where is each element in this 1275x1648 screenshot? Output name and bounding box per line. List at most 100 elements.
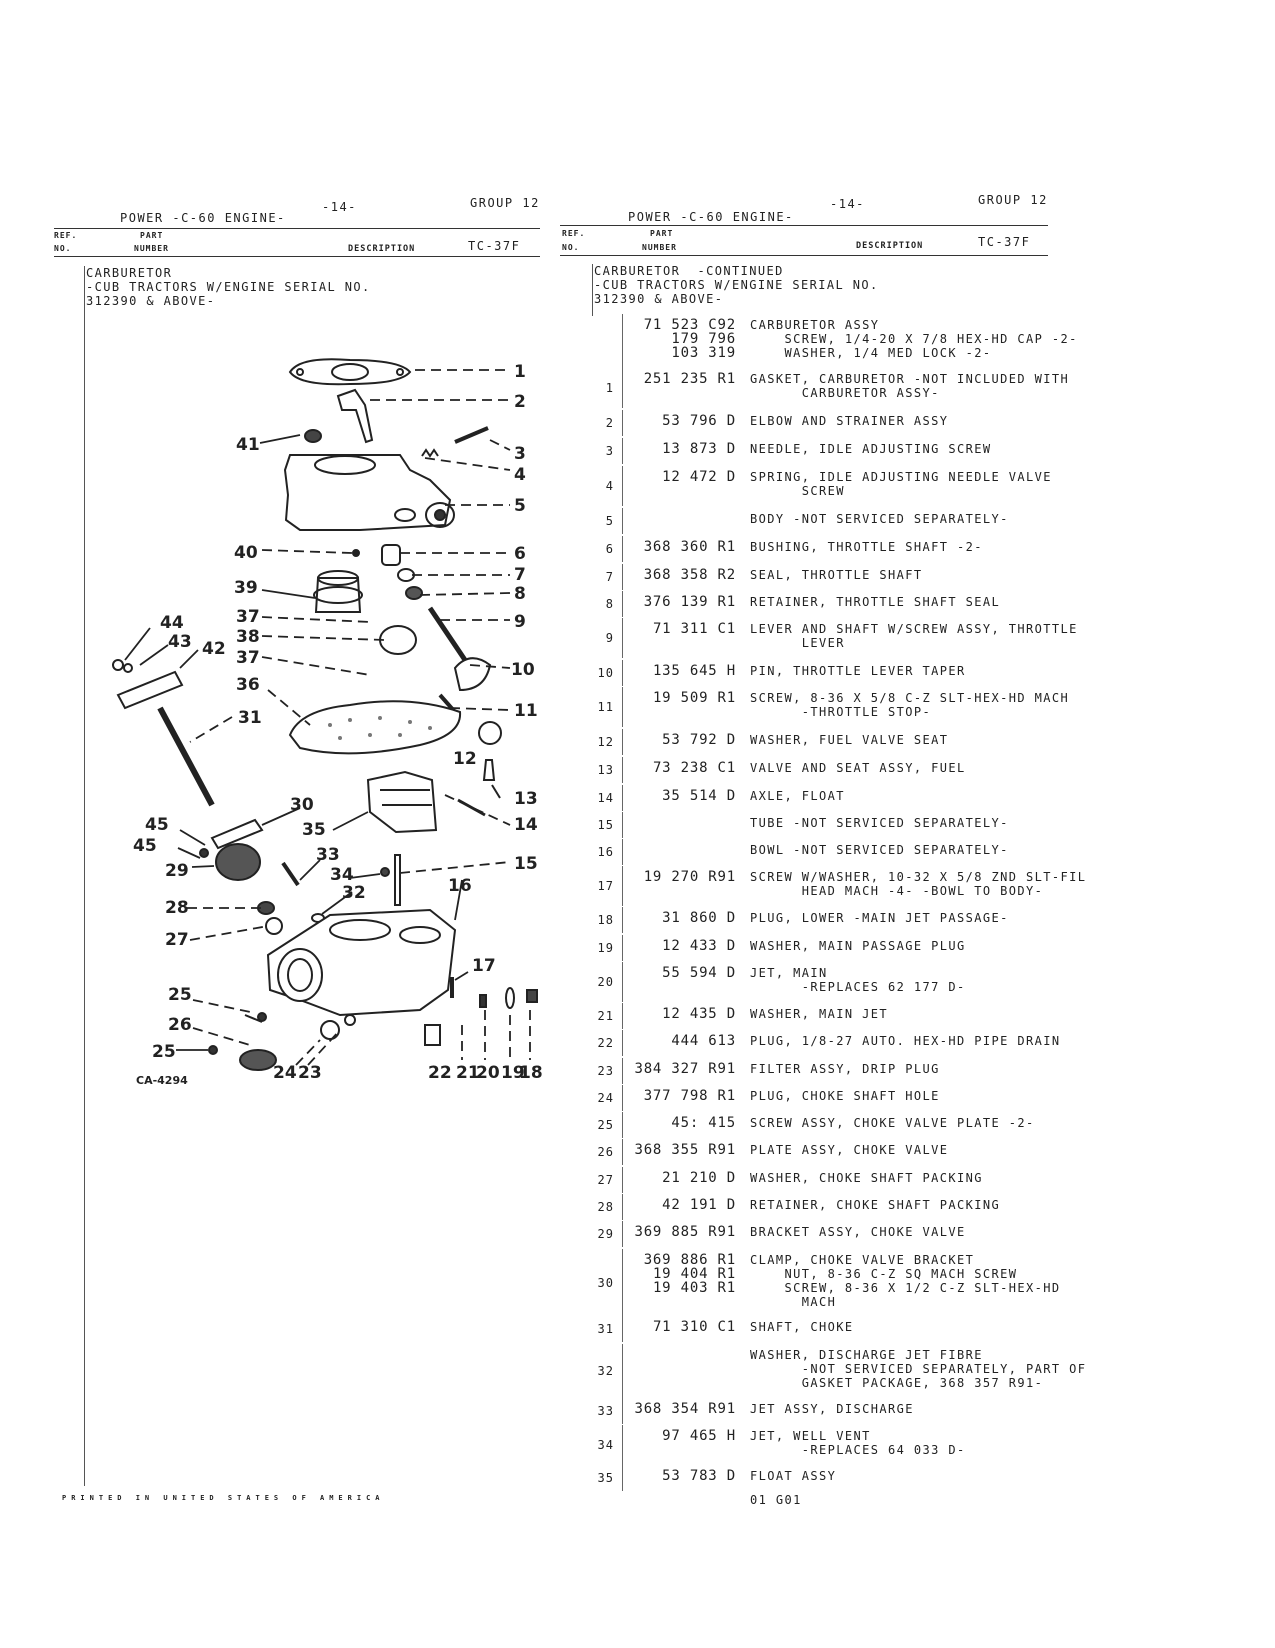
- ref-number: 19: [597, 941, 614, 955]
- description-line: SCREW, 1/4-20 X 7/8 HEX-HD CAP -2-: [750, 332, 1078, 346]
- ref-number: 6: [605, 542, 614, 556]
- description-line: SCREW: [750, 484, 845, 498]
- callout-17: 17: [472, 956, 496, 976]
- part-description: WASHER, MAIN PASSAGE PLUG: [750, 939, 1130, 953]
- left-col-number: NUMBER: [134, 244, 169, 253]
- description-line: SHAFT, CHOKE: [750, 1320, 854, 1334]
- elbow-part: [336, 388, 374, 444]
- description-line: JET, MAIN: [750, 966, 828, 980]
- description-line: PLUG, CHOKE SHAFT HOLE: [750, 1089, 940, 1103]
- part-number-line: 19 509 R1: [652, 690, 736, 706]
- row-divider: [622, 1058, 623, 1084]
- row-divider: [622, 438, 623, 464]
- right-col-number: NUMBER: [642, 243, 677, 252]
- left-col-no: NO.: [54, 244, 72, 253]
- right-code: TC-37F: [978, 235, 1031, 249]
- part-description: BODY -NOT SERVICED SEPARATELY-: [750, 512, 1130, 526]
- row-divider: [622, 812, 623, 838]
- part-number-line: 376 139 R1: [643, 594, 736, 610]
- right-intro-1: CARBURETOR -CONTINUED: [594, 264, 784, 278]
- part-number: 368 360 R1: [624, 540, 736, 554]
- description-line: BUSHING, THROTTLE SHAFT -2-: [750, 540, 983, 554]
- part-number: 13 873 D: [624, 442, 736, 456]
- ref-number: 9: [605, 631, 614, 645]
- lever-shaft-part: [427, 606, 468, 662]
- right-intro-bar: [592, 264, 593, 316]
- callout-33: 33: [316, 845, 340, 865]
- right-col-description: DESCRIPTION: [856, 241, 924, 251]
- part-number: 71 311 C1: [624, 622, 736, 636]
- part-description: JET, MAIN -REPLACES 62 177 D-: [750, 966, 1130, 994]
- part-description: JET, WELL VENT -REPLACES 64 033 D-: [750, 1429, 1130, 1457]
- part-description: SHAFT, CHOKE: [750, 1320, 1130, 1334]
- row-divider: [622, 1316, 623, 1342]
- body-part: [283, 454, 452, 531]
- ref-number: 28: [597, 1200, 614, 1214]
- ref-number: 20: [597, 975, 614, 989]
- diagram-code: CA-4294: [136, 1074, 188, 1087]
- part-number: 369 885 R91: [624, 1225, 736, 1239]
- callout-42: 42: [202, 639, 226, 659]
- description-line: SCREW, 8-36 X 5/8 C-Z SLT-HEX-HD MACH: [750, 691, 1070, 705]
- carburetor-exploded-diagram: 1 2 3 4 5 6 7 8 9 10 11 12 13 14 15 16 1…: [112, 358, 543, 1087]
- part-number-line: 12 435 D: [662, 1006, 736, 1022]
- right-title: POWER -C-60 ENGINE-: [628, 210, 794, 224]
- part-description: CLAMP, CHOKE VALVE BRACKET NUT, 8-36 C-Z…: [750, 1253, 1130, 1309]
- part-description: AXLE, FLOAT: [750, 789, 1130, 803]
- ref-number: 14: [597, 791, 614, 805]
- spring-part: [421, 448, 439, 458]
- ref-number: 16: [597, 845, 614, 859]
- left-intro-1: CARBURETOR: [86, 266, 173, 280]
- row-divider: [622, 935, 623, 961]
- row-divider: [622, 368, 623, 408]
- callout-26: 26: [168, 1015, 192, 1035]
- part-number: 21 210 D: [624, 1171, 736, 1185]
- callout-23: 23: [298, 1063, 322, 1083]
- row-divider: [622, 660, 623, 686]
- part-number-line: 384 327 R91: [634, 1061, 736, 1077]
- description-line: CARBURETOR ASSY: [750, 318, 880, 332]
- description-line: -THROTTLE STOP-: [750, 705, 932, 719]
- row-divider: [622, 466, 623, 506]
- description-line: WASHER, CHOKE SHAFT PACKING: [750, 1171, 983, 1185]
- row-divider: [622, 1221, 623, 1247]
- callout-7: 7: [514, 565, 526, 585]
- part-description: ELBOW AND STRAINER ASSY: [750, 414, 1130, 428]
- ref-number: 33: [597, 1404, 614, 1418]
- ref-number: 18: [597, 913, 614, 927]
- part-number-line: 179 796: [671, 331, 736, 347]
- left-col-ref: REF.: [54, 231, 78, 240]
- callout-45: 45: [145, 815, 169, 835]
- callout-40: 40: [234, 543, 258, 563]
- row-divider: [622, 564, 623, 590]
- ref-number: 29: [597, 1227, 614, 1241]
- float-part: [366, 770, 438, 834]
- part-number-line: 251 235 R1: [643, 371, 736, 387]
- row-divider: [622, 729, 623, 755]
- part-description: RETAINER, THROTTLE SHAFT SEAL: [750, 595, 1130, 609]
- right-intro-2: -CUB TRACTORS W/ENGINE SERIAL NO.: [594, 278, 879, 292]
- part-number: 384 327 R91: [624, 1062, 736, 1076]
- description-line: LEVER: [750, 636, 845, 650]
- part-description: BOWL -NOT SERVICED SEPARATELY-: [750, 843, 1130, 857]
- description-line: PLUG, 1/8-27 AUTO. HEX-HD PIPE DRAIN: [750, 1034, 1061, 1048]
- left-col-description: DESCRIPTION: [348, 244, 416, 254]
- part-number-line: 53 796 D: [662, 413, 736, 429]
- part-description: SCREW W/WASHER, 10-32 X 5/8 ZND SLT-FIL …: [750, 870, 1130, 898]
- left-page-number: -14-: [322, 200, 357, 214]
- ref-number: 12: [597, 735, 614, 749]
- ref-number: 22: [597, 1036, 614, 1050]
- row-divider: [622, 907, 623, 933]
- description-line: JET ASSY, DISCHARGE: [750, 1402, 914, 1416]
- callout-45b: 45: [133, 836, 157, 856]
